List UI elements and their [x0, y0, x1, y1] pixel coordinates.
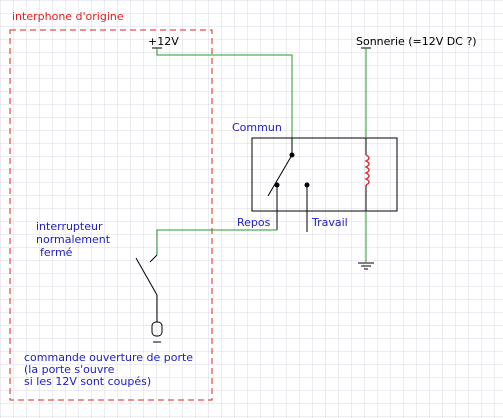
door-release-icon — [151, 321, 163, 337]
switch-label-line2: normalement — [36, 233, 111, 246]
relay-box — [251, 137, 398, 212]
wire-supply-to-common — [156, 48, 293, 148]
supply-label: +12V — [148, 35, 179, 48]
door-label-line3: si les 12V sont coupés) — [24, 375, 151, 388]
relay-coil — [364, 154, 370, 186]
ground-icon — [358, 262, 374, 270]
intercom-title: interphone d'origine — [12, 10, 124, 23]
bell-label: Sonnerie (=12V DC ?) — [356, 35, 477, 48]
switch-label-line3: fermé — [40, 246, 73, 259]
relay-common-label: Commun — [232, 121, 282, 134]
intercom-boundary — [9, 29, 213, 401]
door-label-line2: (la porte s'ouvre — [24, 363, 115, 376]
switch-label-line1: interrupteur — [36, 220, 103, 233]
wire-rest-to-switch — [156, 229, 277, 255]
door-label-line1: commande ouverture de porte — [24, 351, 193, 364]
switch-arm — [135, 257, 158, 296]
relay-work-label: Travail — [311, 216, 348, 229]
relay-rest-label: Repos — [237, 216, 271, 229]
switch-top-lead — [149, 254, 158, 263]
relay-switch-arm — [267, 154, 293, 197]
